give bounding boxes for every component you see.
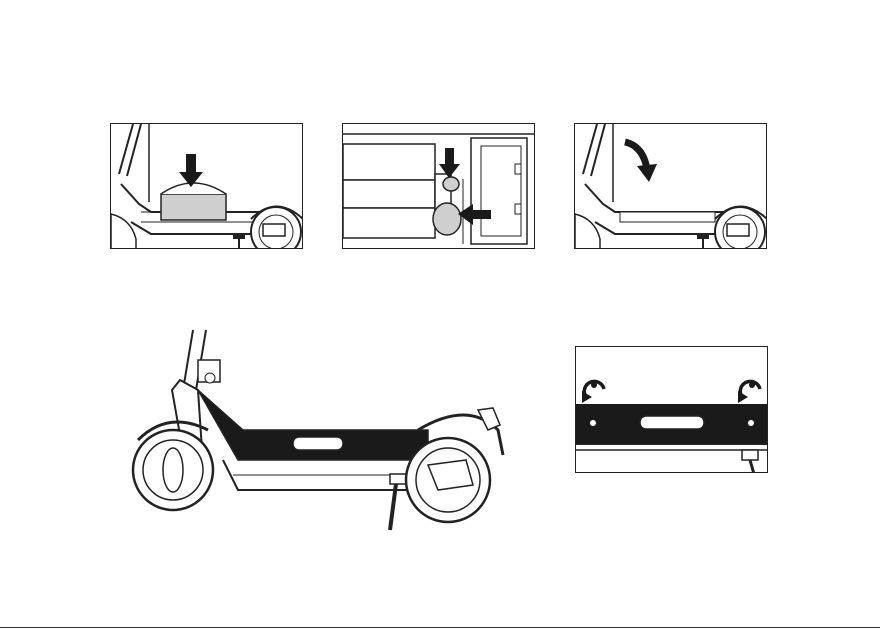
assembled-scooter-illustration xyxy=(128,330,528,536)
screw-left xyxy=(590,420,597,427)
curved-arrow-down-icon xyxy=(625,142,657,182)
battery-pack xyxy=(161,194,226,220)
front-wheel xyxy=(133,430,213,510)
page-baseline xyxy=(0,627,880,628)
close-cover-illustration xyxy=(575,124,767,249)
insert-battery-illustration xyxy=(111,124,303,249)
step-tighten-screws-panel xyxy=(575,346,768,473)
step-close-cover-panel xyxy=(574,123,767,249)
step-insert-battery-panel xyxy=(110,123,303,249)
rotate-clockwise-icon xyxy=(582,381,604,403)
connect-cable-illustration xyxy=(343,124,535,249)
arrow-down-icon xyxy=(179,154,203,187)
screw-right xyxy=(748,420,755,427)
step-connect-cable-panel xyxy=(342,123,535,249)
cable-connector xyxy=(433,203,461,235)
tighten-screws-illustration xyxy=(576,347,768,473)
rotate-clockwise-icon xyxy=(738,381,760,403)
